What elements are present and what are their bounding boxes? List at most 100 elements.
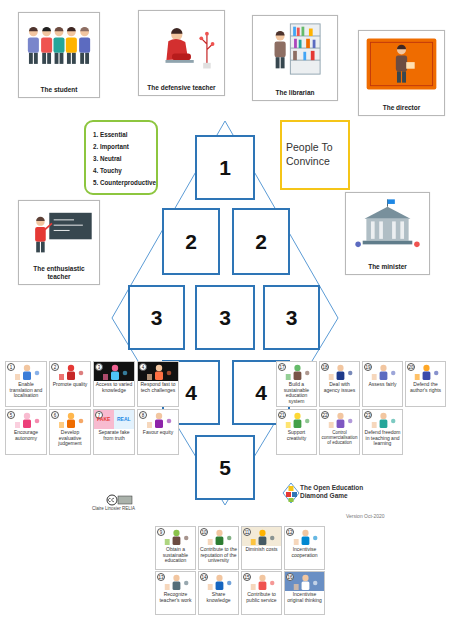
- argument-card: 5Encourage autonomy: [5, 409, 47, 455]
- art-shape: [165, 539, 170, 545]
- art-shape: [397, 71, 401, 82]
- art-shape: [380, 372, 388, 381]
- art-shape: [406, 62, 414, 69]
- art-shape: [313, 536, 317, 541]
- art-shape: [329, 374, 334, 380]
- art-shape: [112, 365, 118, 371]
- rank-number: 3: [151, 306, 163, 330]
- art-shape: [28, 37, 39, 52]
- argument-card: 1Enable translation and localisation: [5, 361, 47, 407]
- art-shape: [15, 422, 20, 428]
- art-shape: [294, 39, 297, 48]
- callout-number: 16: [286, 573, 294, 581]
- logo-square: [292, 492, 297, 497]
- callout-number: 12: [286, 528, 294, 536]
- rank-square: 2: [232, 208, 290, 275]
- version-text: Version Oct-2020: [346, 513, 410, 519]
- priority-item: 1. Essential: [93, 129, 152, 141]
- art-shape: [402, 71, 406, 82]
- card-caption: Develop evaluative judgement: [51, 430, 89, 453]
- art-shape: [94, 410, 114, 429]
- art-shape: [372, 374, 377, 380]
- persona-name-text: The enthusiastic teacher: [21, 265, 97, 280]
- persona-illustration: [361, 34, 442, 94]
- art-shape: [55, 27, 64, 36]
- card-caption: Diminish costs: [243, 547, 280, 568]
- art-shape: [67, 27, 76, 31]
- persona-art: [21, 204, 97, 264]
- art-shape: [434, 371, 438, 376]
- art-shape: [68, 365, 74, 371]
- art-shape: [42, 27, 51, 31]
- priority-list: 1. Essential2. Important3. Neutral4. Tou…: [84, 120, 158, 195]
- art-shape: [138, 410, 178, 429]
- art-shape: [286, 422, 291, 428]
- art-shape: [329, 422, 334, 428]
- art-shape: [66, 37, 77, 52]
- callout-number: 5: [7, 411, 15, 419]
- art-shape: [423, 372, 431, 381]
- art-shape: [415, 374, 420, 380]
- card-caption: Incentivise cooperation: [286, 547, 323, 568]
- art-shape: [216, 530, 222, 536]
- persona-card: The defensive teacher: [138, 10, 225, 96]
- persona-art: [141, 14, 222, 74]
- art-shape: [79, 371, 84, 376]
- art-shape: [320, 362, 359, 381]
- art-shape: [311, 51, 315, 60]
- persona-name-text: The student: [21, 86, 97, 93]
- callout-number: 23: [364, 411, 372, 419]
- art-shape: [35, 371, 40, 376]
- argument-card: 19Assess fairly: [362, 361, 403, 407]
- art-shape: [208, 539, 213, 545]
- art-shape: [306, 39, 310, 48]
- argument-card: 8Favour equity: [137, 409, 179, 455]
- persona-name: The librarian: [255, 89, 335, 96]
- persona-card: The minister: [345, 192, 430, 275]
- art-shape: [59, 374, 64, 380]
- persona-card: The librarian: [252, 15, 338, 101]
- art-shape: [172, 53, 191, 60]
- art-shape: [165, 584, 170, 590]
- persona-name: The director: [361, 104, 442, 111]
- persona-illustration: [141, 14, 222, 74]
- persona-illustration: [348, 196, 427, 256]
- art-shape: [80, 53, 84, 64]
- art-shape: [303, 52, 306, 60]
- art-shape: [309, 29, 313, 36]
- art-shape: [29, 27, 38, 36]
- art-shape: [54, 220, 83, 231]
- logo-square: [289, 486, 294, 491]
- art-shape: [242, 527, 281, 546]
- art-shape: [50, 362, 90, 381]
- art-shape: [34, 53, 38, 64]
- art-shape: [29, 53, 33, 64]
- argument-card: 6Develop evaluative judgement: [49, 409, 91, 455]
- rank-square: 1: [195, 135, 255, 200]
- art-shape: [259, 582, 267, 591]
- art-shape: [251, 539, 256, 545]
- card-caption: Contribute to the reputation of the univ…: [200, 547, 237, 568]
- argument-card: 18Deal with agency issues: [319, 361, 360, 407]
- art-shape: [297, 28, 300, 36]
- rank-number: 4: [255, 381, 267, 405]
- game-title: The Open Education Diamond Game: [300, 484, 380, 500]
- argument-card: 16Incentivise original thinking: [284, 571, 325, 615]
- art-shape: [337, 365, 343, 371]
- art-shape: [147, 374, 152, 380]
- credit-text: Claire Linosier RELIA: [92, 506, 154, 511]
- art-shape: [6, 410, 46, 429]
- art-shape: [370, 42, 432, 85]
- card-caption: Support creativity: [278, 430, 315, 453]
- argument-card: 9Obtain a sustainable education: [155, 526, 196, 570]
- art-shape: [380, 365, 386, 371]
- art-shape: [199, 527, 238, 546]
- callout-number: 10: [200, 528, 208, 536]
- art-shape: [67, 27, 76, 36]
- art-shape: [242, 572, 281, 591]
- art-shape: [42, 53, 46, 64]
- argument-card: 22Control commercialisation of education: [319, 409, 360, 455]
- art-shape: [293, 51, 297, 60]
- persona-art: [255, 19, 335, 79]
- persona-art: [348, 196, 427, 256]
